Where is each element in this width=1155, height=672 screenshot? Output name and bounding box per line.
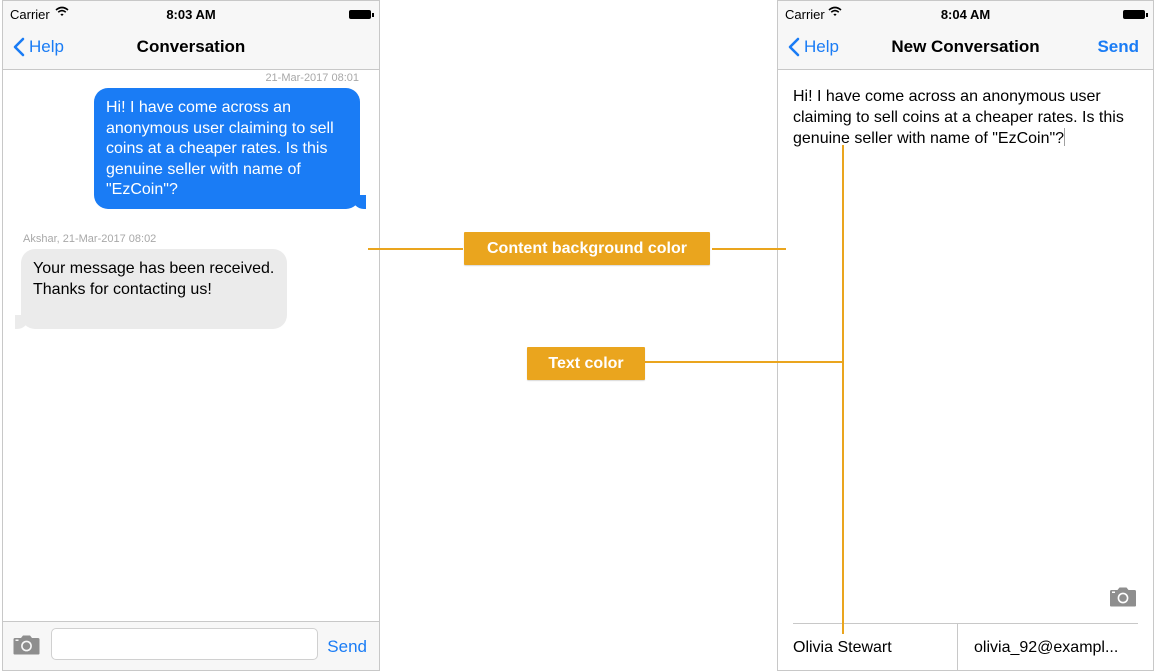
message-timestamp: 21-Mar-2017 08:01 <box>265 72 359 84</box>
name-field[interactable]: Olivia Stewart <box>793 639 892 656</box>
chevron-left-icon <box>788 37 800 57</box>
nav-bar: Help Conversation <box>3 27 379 70</box>
email-field[interactable]: olivia_92@exampl... <box>957 624 1138 670</box>
camera-icon[interactable] <box>13 635 40 655</box>
send-button[interactable]: Send <box>327 637 367 656</box>
text-cursor <box>1064 128 1066 146</box>
message-input[interactable] <box>51 628 318 660</box>
conversation-screen: Carrier 8:03 AM Help Conversation 21-Mar… <box>2 0 380 671</box>
incoming-message-bubble: Your message has been received. Thanks f… <box>15 249 287 329</box>
callout-content-background-color: Content background color <box>464 232 710 265</box>
send-button[interactable]: Send <box>1097 37 1139 56</box>
callout-line-right <box>712 248 786 250</box>
message-composer: Send <box>3 621 379 670</box>
nav-bar: Help New Conversation Send <box>778 27 1153 70</box>
back-label: Help <box>29 37 64 56</box>
carrier-label: Carrier <box>10 7 50 22</box>
battery-icon <box>1123 10 1148 19</box>
page-title: New Conversation <box>891 37 1040 56</box>
contact-fields: Olivia Stewart olivia_92@exampl... <box>793 623 1138 670</box>
callout-text-color: Text color <box>527 347 645 380</box>
back-button[interactable]: Help <box>788 37 839 57</box>
callout-line-horizontal <box>645 361 844 363</box>
wifi-icon <box>828 6 842 16</box>
camera-icon[interactable] <box>1109 587 1137 607</box>
callout-line-vertical <box>842 145 844 634</box>
callout-line-left <box>368 248 463 250</box>
battery-icon <box>349 10 374 19</box>
message-body-text[interactable]: Hi! I have come across an anonymous user… <box>793 87 1133 150</box>
compose-area[interactable]: Hi! I have come across an anonymous user… <box>778 70 1153 670</box>
back-button[interactable]: Help <box>13 37 64 57</box>
new-conversation-screen: Carrier 8:04 AM Help New Conversation Se… <box>777 0 1154 671</box>
message-body: Hi! I have come across an anonymous user… <box>793 88 1124 147</box>
outgoing-message-bubble: Hi! I have come across an anonymous user… <box>94 88 366 209</box>
status-bar: Carrier 8:03 AM <box>3 1 379 27</box>
back-label: Help <box>804 37 839 56</box>
status-time: 8:03 AM <box>166 7 216 22</box>
status-time: 8:04 AM <box>940 7 991 22</box>
message-sender-timestamp: Akshar, 21-Mar-2017 08:02 <box>23 233 157 245</box>
chevron-left-icon <box>13 37 25 57</box>
status-bar: Carrier 8:04 AM <box>778 1 1153 27</box>
wifi-icon <box>55 6 69 16</box>
carrier-label: Carrier <box>785 7 825 22</box>
page-title: Conversation <box>136 37 246 56</box>
message-list: 21-Mar-2017 08:01 Hi! I have come across… <box>3 70 379 670</box>
